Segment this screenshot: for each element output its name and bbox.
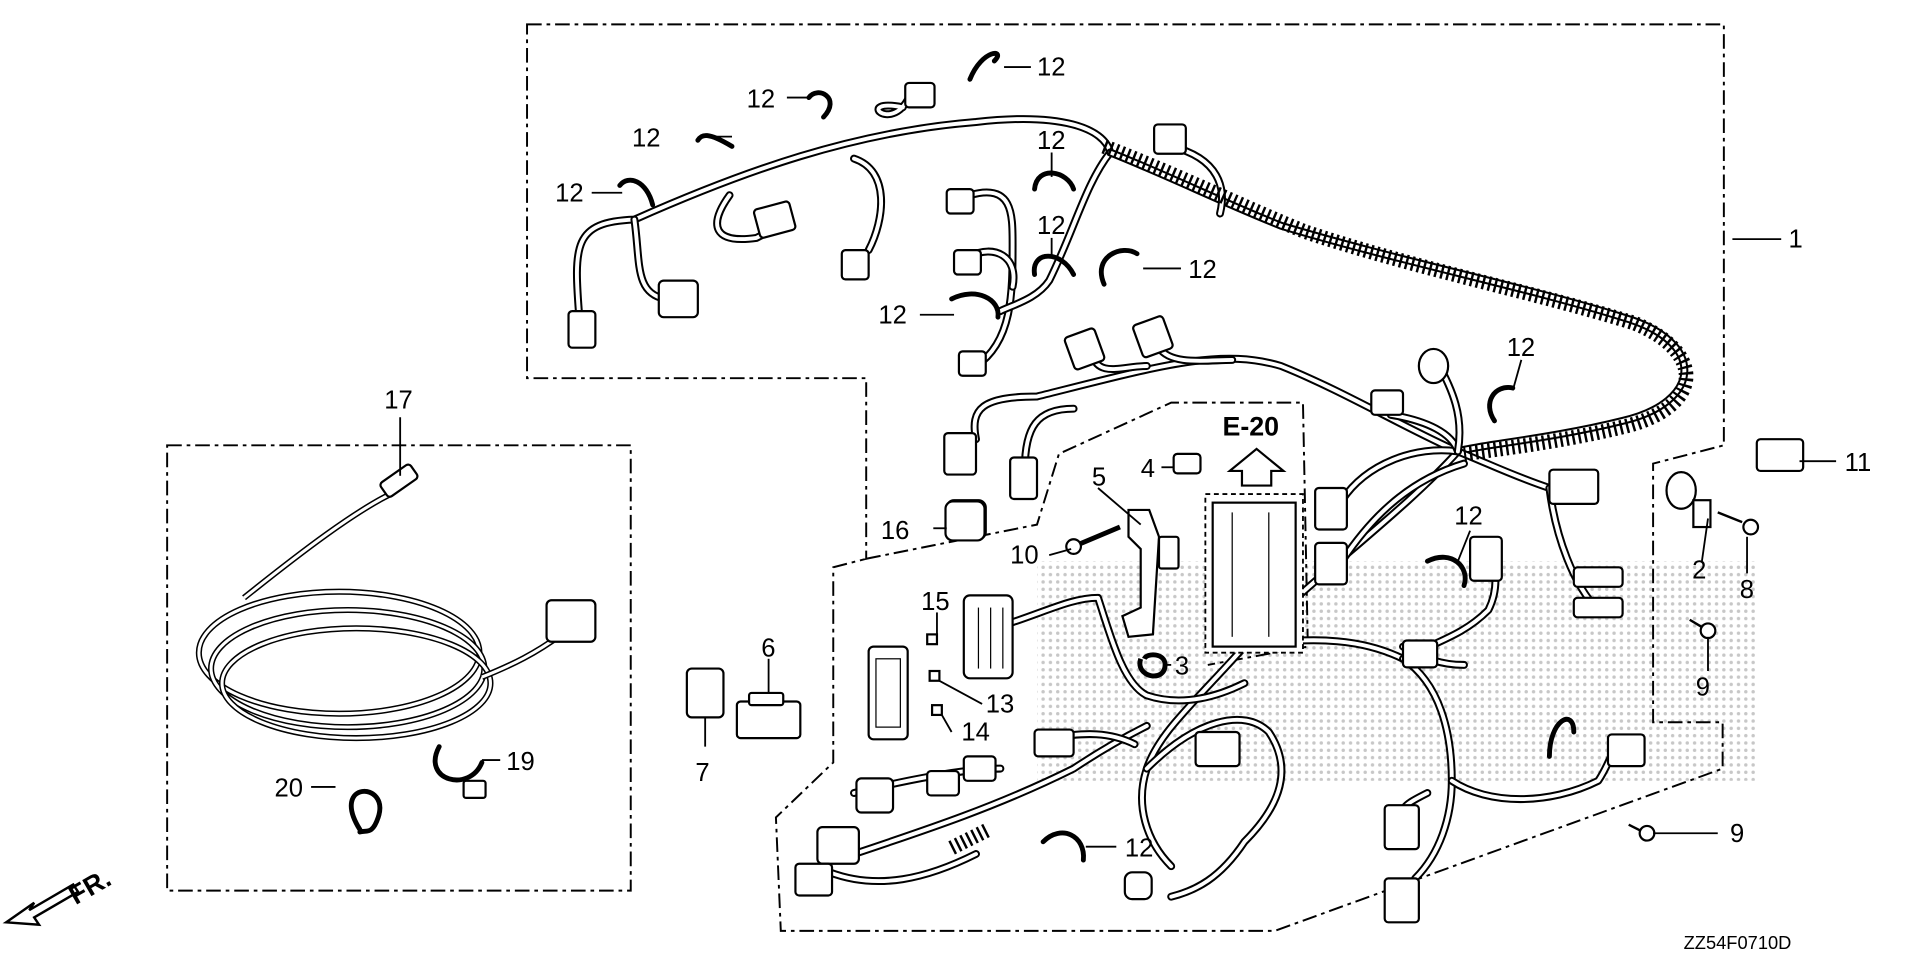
callout-labels: 1 2 3 4 5 6 7 8 9 9 10 11 12 12 12 12 12… xyxy=(275,54,1872,863)
callout-10: 10 xyxy=(1010,542,1039,570)
control-unit xyxy=(1204,447,1304,654)
direction-label: FR. xyxy=(64,863,116,911)
corrugated-tube xyxy=(948,139,1694,855)
callout-12-e: 12 xyxy=(1037,127,1066,155)
callout-12-k: 12 xyxy=(1125,834,1154,862)
harness-clips xyxy=(617,51,1577,863)
callout-17: 17 xyxy=(384,387,413,415)
callout-6: 6 xyxy=(761,634,775,662)
group-outline-main-harness xyxy=(526,23,1725,932)
callout-19: 19 xyxy=(506,748,535,776)
callout-12-d: 12 xyxy=(555,179,584,207)
callout-8: 8 xyxy=(1740,576,1754,604)
callout-15: 15 xyxy=(921,588,950,616)
callout-11: 11 xyxy=(1845,449,1872,477)
callout-16: 16 xyxy=(881,517,910,545)
callout-9-lower: 9 xyxy=(1730,820,1744,848)
callout-20: 20 xyxy=(275,775,304,803)
callout-13: 13 xyxy=(986,690,1015,718)
callout-5: 5 xyxy=(1092,464,1106,492)
callout-12-j: 12 xyxy=(1454,503,1483,531)
callout-12-i: 12 xyxy=(1507,334,1535,362)
callout-12-f: 12 xyxy=(1037,212,1066,240)
callout-14: 14 xyxy=(961,719,990,747)
front-direction-arrow-icon xyxy=(2,882,80,927)
multi-pin-connector xyxy=(867,594,1014,741)
callout-4: 4 xyxy=(1141,455,1155,483)
group-outline-accessory-cable xyxy=(166,444,632,892)
callout-1: 1 xyxy=(1789,226,1803,254)
reference-code: E-20 xyxy=(1222,412,1279,442)
callout-12-c: 12 xyxy=(632,124,661,152)
callout-9-upper: 9 xyxy=(1696,673,1710,701)
callout-12-g: 12 xyxy=(1188,256,1217,284)
accessory-cable xyxy=(195,463,597,835)
drawing-code: ZZ54F0710D xyxy=(1684,932,1792,953)
callout-12-b: 12 xyxy=(747,85,776,113)
harness-connectors xyxy=(567,81,1646,924)
leader-lines xyxy=(311,66,1837,848)
callout-7: 7 xyxy=(695,759,709,787)
callout-3: 3 xyxy=(1175,653,1189,681)
callout-2: 2 xyxy=(1692,556,1706,584)
small-parts xyxy=(685,438,1805,842)
callout-12-h: 12 xyxy=(878,301,907,329)
callout-12-a: 12 xyxy=(1037,54,1066,82)
